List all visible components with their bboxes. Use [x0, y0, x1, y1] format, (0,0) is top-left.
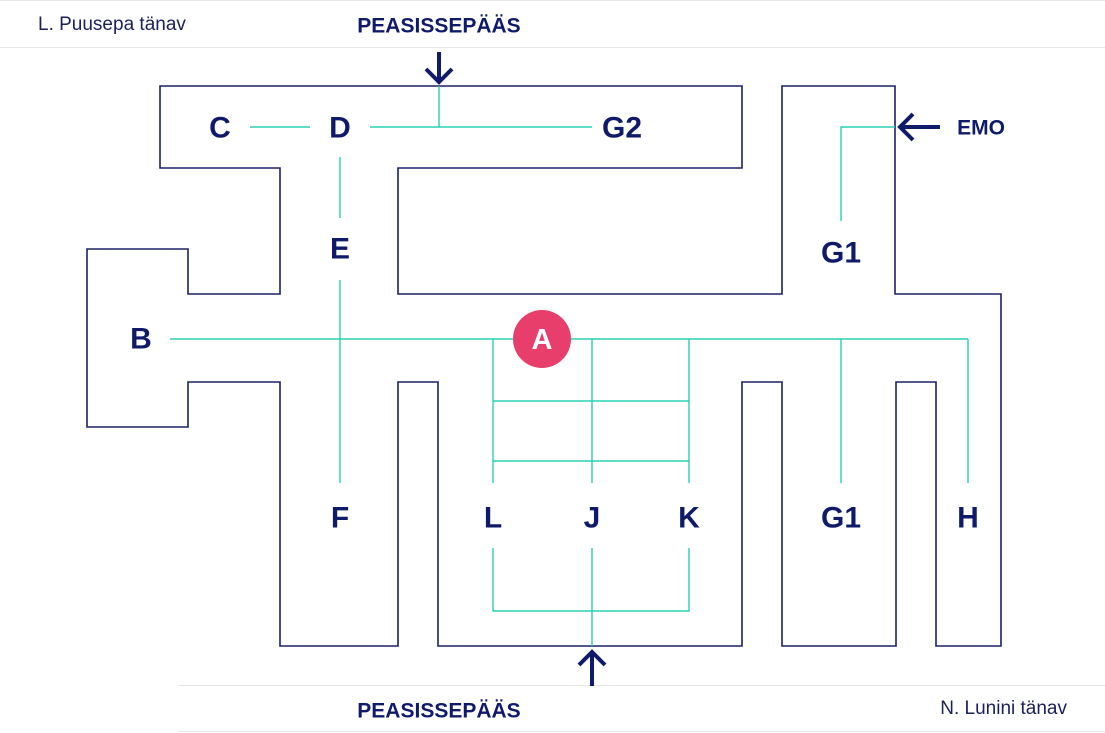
arrow-up-icon — [577, 649, 607, 686]
building-label-b: B — [130, 323, 152, 356]
building-label-c: C — [209, 112, 231, 145]
arrow-down-icon — [424, 52, 454, 85]
arrow-left-icon — [897, 112, 940, 142]
building-label-e: E — [330, 233, 350, 266]
location-marker-a: A — [513, 310, 571, 368]
building-label-g2: G2 — [602, 112, 642, 145]
building-label-j: J — [584, 502, 601, 535]
route-lower-loop — [492, 548, 690, 612]
marker-label: A — [532, 324, 553, 356]
entrance-label-bottom: PEASISSEPÄÄS — [357, 700, 520, 723]
building-label-l: L — [484, 502, 502, 535]
building-label-g1-upper: G1 — [821, 237, 861, 270]
entrance-label-top: PEASISSEPÄÄS — [357, 15, 520, 38]
route-emo-g1 — [840, 126, 895, 221]
building-label-d: D — [329, 112, 351, 145]
route-network — [170, 86, 969, 646]
bottom-street-rule-upper — [178, 685, 1105, 686]
street-label-lunini: N. Lunini tänav — [940, 698, 1067, 719]
street-label-puusepa: L. Puusepa tänav — [38, 14, 186, 35]
building-label-f: F — [331, 502, 349, 535]
building-outline-main — [86, 85, 1002, 647]
top-street-rule — [0, 47, 1105, 48]
entrance-label-emo: EMO — [957, 117, 1005, 140]
building-label-g1-lower: G1 — [821, 502, 861, 535]
building-label-h: H — [957, 502, 979, 535]
marker-circle — [513, 310, 571, 368]
top-border — [0, 0, 1105, 1]
building-label-k: K — [678, 502, 700, 535]
bottom-street-rule-lower — [178, 731, 1105, 732]
